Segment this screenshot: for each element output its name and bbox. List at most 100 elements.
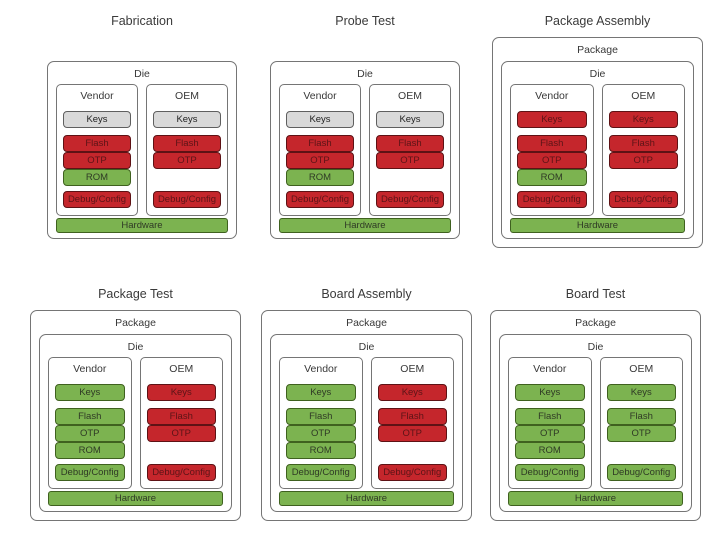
vendor-label: Vendor (304, 363, 338, 375)
memory-group: Flash OTP (608, 135, 679, 186)
title-spacer (270, 28, 460, 61)
oem-label: OEM (169, 363, 194, 375)
memory-group: Flash OTP (606, 408, 677, 459)
debug-config-box: Debug/Config (515, 464, 585, 481)
package-label: Package (577, 44, 618, 56)
stage-title: Probe Test (335, 14, 395, 28)
vendor-box: Vendor Keys Flash OTP ROM Debug/Config (510, 84, 594, 216)
package-label: Package (346, 317, 387, 329)
stage-probe-test: Probe Test Die Vendor Keys Flash OTP ROM… (270, 14, 460, 239)
memory-group: Flash OTP (153, 135, 221, 186)
package-box: Package Die Vendor Keys Flash OTP ROM De… (492, 37, 703, 248)
die-label: Die (358, 341, 375, 353)
otp-box: OTP (286, 152, 354, 169)
otp-box: OTP (608, 152, 678, 169)
debug-config-box: Debug/Config (606, 464, 676, 481)
stage-package-assembly: Package Assembly Package Die Vendor Keys… (492, 14, 703, 248)
flash-box: Flash (146, 408, 216, 425)
vendor-label: Vendor (533, 363, 567, 375)
package-label: Package (575, 317, 616, 329)
otp-box: OTP (286, 425, 356, 442)
oem-box: OEM Keys Flash OTP Debug/Config (599, 357, 683, 489)
oem-label: OEM (631, 90, 656, 102)
memory-group: Flash OTP ROM (63, 135, 131, 186)
keys-box: Keys (286, 111, 354, 128)
flash-box: Flash (376, 135, 444, 152)
debug-config-box: Debug/Config (146, 464, 216, 481)
vendor-box: Vendor Keys Flash OTP ROM Debug/Config (56, 84, 138, 216)
die-box: Die Vendor Keys Flash OTP ROM Debug/Conf… (501, 61, 694, 239)
keys-box: Keys (286, 384, 356, 401)
rom-spacer (607, 442, 677, 459)
die-label: Die (587, 341, 604, 353)
die-box: Die Vendor Keys Flash OTP ROM Debug/Conf… (270, 334, 463, 512)
rom-box: ROM (63, 169, 131, 186)
vendor-box: Vendor Keys Flash OTP ROM Debug/Config (48, 357, 132, 489)
columns-row: Vendor Keys Flash OTP ROM Debug/Config O… (510, 84, 685, 216)
keys-box: Keys (606, 384, 676, 401)
oem-label: OEM (175, 90, 199, 102)
oem-label: OEM (629, 363, 654, 375)
rom-box: ROM (286, 442, 356, 459)
package-box: Package Die Vendor Keys Flash OTP ROM De… (261, 310, 472, 521)
keys-box: Keys (515, 384, 585, 401)
oem-box: OEM Keys Flash OTP Debug/Config (146, 84, 228, 216)
die-box: Die Vendor Keys Flash OTP ROM Debug/Conf… (47, 61, 237, 239)
die-label: Die (134, 68, 150, 80)
package-box: Package Die Vendor Keys Flash OTP ROM De… (30, 310, 241, 521)
rom-spacer (147, 442, 217, 459)
debug-config-box: Debug/Config (377, 464, 447, 481)
rom-box: ROM (55, 442, 125, 459)
vendor-label: Vendor (535, 90, 569, 102)
rom-box: ROM (517, 169, 587, 186)
keys-box: Keys (146, 384, 216, 401)
memory-group: Flash OTP ROM (55, 408, 125, 459)
otp-box: OTP (377, 425, 447, 442)
title-spacer (492, 28, 703, 37)
stage-title: Package Test (98, 287, 173, 301)
keys-box: Keys (377, 384, 447, 401)
vendor-box: Vendor Keys Flash OTP ROM Debug/Config (279, 357, 363, 489)
memory-group: Flash OTP (377, 408, 448, 459)
package-label: Package (115, 317, 156, 329)
otp-box: OTP (606, 425, 676, 442)
flash-box: Flash (517, 135, 587, 152)
otp-box: OTP (55, 425, 125, 442)
title-spacer (30, 301, 241, 310)
keys-box: Keys (376, 111, 444, 128)
keys-box: Keys (63, 111, 131, 128)
flash-box: Flash (608, 135, 678, 152)
hardware-bar: Hardware (48, 491, 223, 506)
debug-config-box: Debug/Config (55, 464, 125, 481)
rom-spacer (153, 169, 221, 186)
vendor-label: Vendor (80, 90, 114, 102)
columns-row: Vendor Keys Flash OTP ROM Debug/Config O… (279, 84, 451, 216)
title-spacer (261, 301, 472, 310)
stage-title: Board Assembly (321, 287, 412, 301)
debug-config-box: Debug/Config (286, 464, 356, 481)
rom-spacer (376, 169, 444, 186)
keys-box: Keys (608, 111, 678, 128)
stage-title: Package Assembly (544, 14, 651, 28)
stage-package-test: Package Test Package Die Vendor Keys Fla… (30, 287, 241, 521)
package-box: Package Die Vendor Keys Flash OTP ROM De… (490, 310, 701, 521)
hardware-bar: Hardware (279, 491, 454, 506)
flash-box: Flash (377, 408, 447, 425)
otp-box: OTP (63, 152, 131, 169)
rom-spacer (609, 169, 679, 186)
oem-box: OEM Keys Flash OTP Debug/Config (601, 84, 685, 216)
stage-title: Fabrication (111, 14, 173, 28)
otp-box: OTP (515, 425, 585, 442)
die-box: Die Vendor Keys Flash OTP ROM Debug/Conf… (39, 334, 232, 512)
rom-spacer (378, 442, 448, 459)
keys-box: Keys (55, 384, 125, 401)
rom-box: ROM (515, 442, 585, 459)
flash-box: Flash (153, 135, 221, 152)
oem-box: OEM Keys Flash OTP Debug/Config (370, 357, 454, 489)
stage-title: Board Test (565, 287, 626, 301)
title-spacer (490, 301, 701, 310)
columns-row: Vendor Keys Flash OTP ROM Debug/Config O… (279, 357, 454, 489)
otp-box: OTP (146, 425, 216, 442)
stage-fabrication: Fabrication Die Vendor Keys Flash OTP RO… (47, 14, 237, 239)
debug-config-box: Debug/Config (286, 191, 354, 208)
